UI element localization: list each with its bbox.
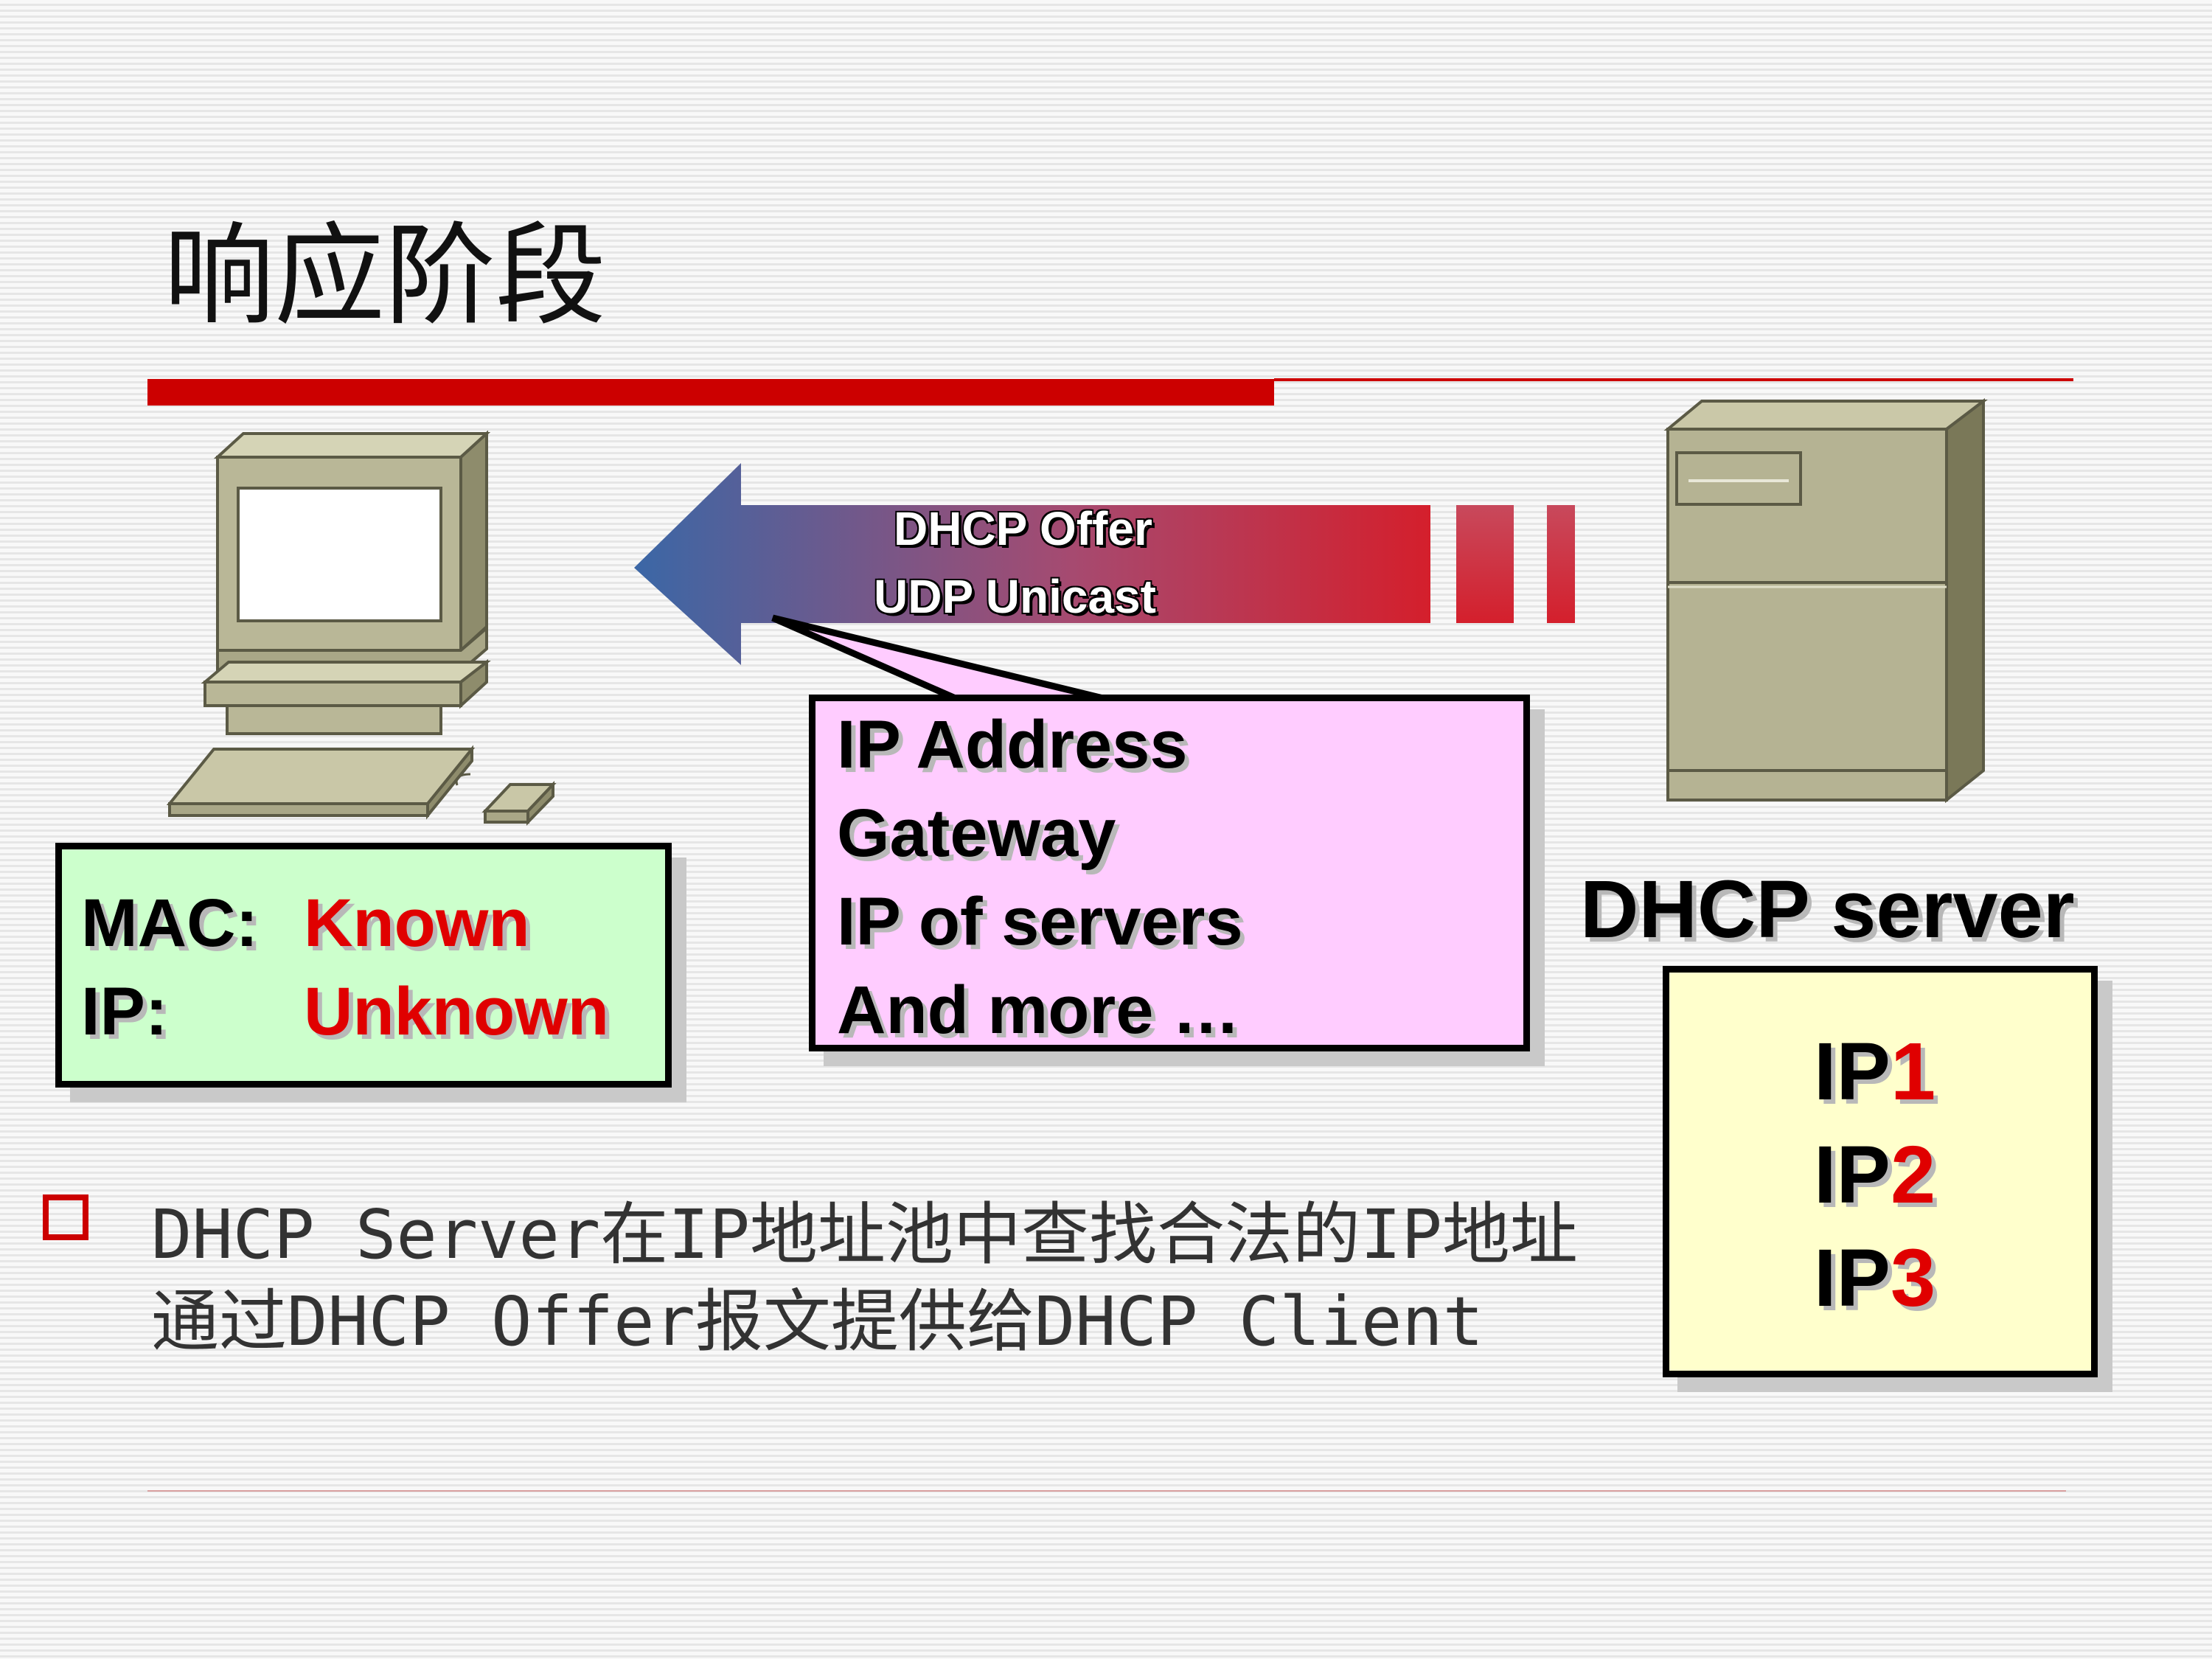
offer-item-ip-of-servers: IP of servers: [837, 884, 1243, 959]
mac-value: Known: [304, 886, 530, 961]
ip-label: IP:: [81, 974, 168, 1049]
pool-item: IP2: [1814, 1130, 1936, 1220]
client-status-box: [55, 843, 672, 1088]
server-label: DHCP server: [1580, 864, 2075, 955]
offer-item-and-more: And more …: [837, 973, 1240, 1048]
page-title: 响应阶段: [164, 212, 607, 341]
message-type-label: DHCP Offer: [894, 502, 1152, 555]
dhcp-server-icon: [1663, 398, 1988, 804]
footer-divider: [147, 1490, 2066, 1492]
callout-pointer: [771, 614, 1107, 703]
ip-value: Unknown: [304, 974, 609, 1049]
pool-item: IP3: [1814, 1233, 1936, 1324]
offer-item-ip-address: IP Address: [837, 707, 1188, 782]
title-underline: [147, 379, 1274, 406]
message-transport-label: UDP Unicast: [874, 570, 1156, 623]
offer-contents-box: [809, 695, 1530, 1051]
client-computer-icon: [166, 430, 557, 826]
bullet-text-line-1: DHCP Server在IP地址池中查找合法的IP地址: [151, 1195, 1578, 1274]
ip-pool-box: [1663, 966, 2098, 1377]
bullet-text-line-2: 通过DHCP Offer报文提供给DHCP Client: [151, 1282, 1484, 1361]
offer-item-gateway: Gateway: [837, 796, 1116, 871]
bullet-square-icon: [43, 1194, 88, 1240]
pool-item: IP1: [1814, 1026, 1936, 1117]
offer-arrow: [634, 463, 1575, 665]
mac-label: MAC:: [81, 886, 259, 961]
title-underline-thin: [1274, 378, 2073, 381]
